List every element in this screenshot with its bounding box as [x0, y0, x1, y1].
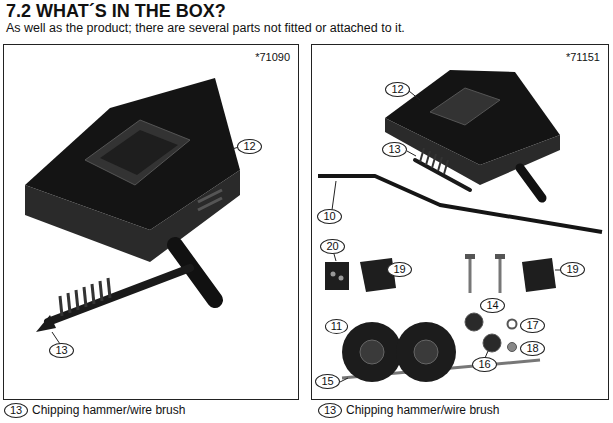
washer — [508, 320, 517, 329]
callout-number: 13 — [382, 142, 406, 157]
mask-vent — [198, 198, 222, 210]
bolt — [469, 258, 472, 293]
callout-number-text: 12 — [243, 140, 255, 152]
callout-number: 16 — [472, 357, 496, 372]
callout-number-text: 18 — [526, 342, 538, 354]
leader-line — [340, 378, 348, 382]
wedge-foot — [522, 258, 556, 292]
callout-number-text: 15 — [321, 375, 333, 387]
bolt — [499, 258, 502, 293]
callout-number: 14 — [480, 298, 504, 313]
bristle — [432, 154, 436, 168]
wire-brush — [60, 278, 110, 316]
callout-number: 19 — [387, 262, 411, 277]
bristle — [76, 290, 78, 310]
callout-number: 20 — [320, 239, 344, 254]
callout-number: 17 — [520, 318, 544, 333]
leader-line — [409, 91, 420, 100]
wire-brush — [420, 148, 448, 174]
hammer-handle — [415, 160, 470, 190]
leader-line — [332, 181, 336, 210]
bristle — [92, 284, 94, 304]
bristle — [426, 151, 430, 165]
part-caption: Chipping hammer/wire brush — [346, 403, 499, 417]
callout-number-text: 13 — [324, 404, 336, 416]
callout-number-text: 13 — [55, 344, 67, 356]
wheel-hub — [360, 340, 384, 364]
article-number: *71151 — [566, 51, 600, 63]
bristle — [84, 287, 86, 307]
callout-number-text: 13 — [10, 404, 22, 416]
bracket-hole — [331, 272, 336, 277]
mask-window — [430, 88, 500, 125]
callout-number-text: 17 — [526, 319, 538, 331]
callout-number: 15 — [315, 374, 339, 389]
section-title: 7.2 WHAT´S IN THE BOX? — [6, 1, 226, 22]
bristle — [68, 293, 70, 313]
wheel-cap — [465, 313, 483, 331]
callout-number-text: 16 — [478, 358, 490, 370]
callout-number-text: 20 — [326, 240, 338, 252]
callout-number: 13 — [49, 343, 73, 358]
wheel — [342, 322, 402, 382]
wheel-cap — [483, 334, 501, 352]
callout-number-text: 14 — [486, 299, 498, 311]
bristle — [444, 160, 448, 174]
callout-number-text: 19 — [566, 263, 578, 275]
hammer-handle — [48, 268, 190, 322]
mask-window-frame — [85, 120, 190, 185]
kit-panel: *71090 12 13 — [3, 44, 299, 400]
bristle — [420, 148, 424, 162]
bolt-head — [465, 254, 475, 259]
callout-number: 12 — [237, 139, 261, 154]
article-number: *71090 — [255, 51, 290, 63]
leader-line — [334, 254, 336, 261]
callout-number: 18 — [520, 341, 544, 356]
kit-panel: *71151 12 10 13 20 19 19 14 11 17 18 16 15 — [311, 44, 609, 400]
mask-top — [25, 78, 240, 230]
bristle — [438, 157, 442, 171]
callout-number: 19 — [560, 262, 584, 277]
callout-number-text: 10 — [323, 210, 335, 222]
intro-text: As well as the product; there are severa… — [6, 21, 405, 35]
callout-number-text: 13 — [388, 143, 400, 155]
mask-top — [385, 70, 560, 165]
bracket — [325, 262, 349, 290]
bracket-hole — [339, 276, 344, 281]
callout-number: 11 — [325, 319, 348, 334]
hammer-tip — [36, 315, 56, 332]
mask-handle — [520, 168, 542, 198]
wheel-hub — [414, 340, 438, 364]
callout-number: 12 — [385, 82, 409, 97]
callout-number-text: 12 — [391, 83, 403, 95]
part-caption: Chipping hammer/wire brush — [32, 403, 185, 417]
leader-line — [407, 151, 416, 156]
bristle — [108, 278, 110, 298]
bristle — [100, 281, 102, 301]
callout-number-text: 11 — [331, 320, 342, 332]
callout-number: 13 — [4, 403, 28, 418]
bolt-head — [495, 254, 505, 259]
bristle — [60, 296, 62, 316]
mask-window — [100, 130, 178, 175]
callout-number-text: 19 — [393, 263, 405, 275]
callout-number: 10 — [317, 209, 341, 224]
wheel — [396, 322, 456, 382]
nut — [508, 343, 517, 352]
callout-number: 13 — [318, 403, 342, 418]
